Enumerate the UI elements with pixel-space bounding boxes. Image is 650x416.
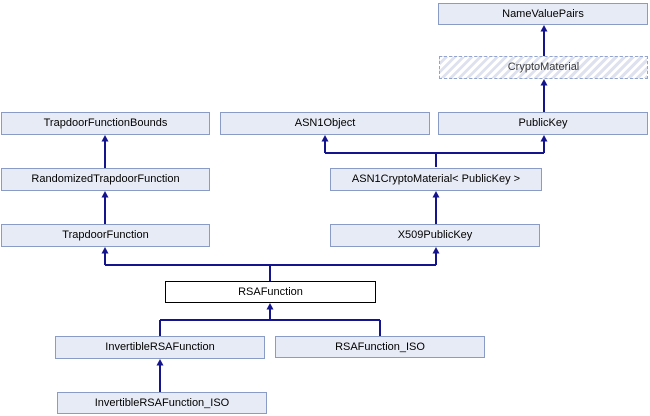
class-node-label: ASN1Object — [294, 117, 356, 129]
class-node-rsa-function: RSAFunction — [165, 281, 376, 303]
arrowhead-up-icon — [101, 247, 109, 254]
class-node-public-key[interactable]: PublicKey — [438, 112, 648, 135]
inheritance-edge-crypto-material-to-name-value-pairs — [540, 25, 548, 56]
arrowhead-up-icon — [540, 25, 548, 32]
class-node-asn1-object[interactable]: ASN1Object — [220, 112, 430, 135]
arrowhead-up-icon — [540, 135, 548, 142]
class-node-label: RSAFunction_ISO — [335, 340, 425, 353]
inheritance-edge-public-key-to-crypto-material — [540, 79, 548, 112]
class-node-label: RandomizedTrapdoorFunction — [31, 173, 180, 185]
arrowhead-up-icon — [156, 359, 164, 366]
inheritance-edge-randomized-trapdoor-function-to-trapdoor-function-bounds — [101, 135, 109, 168]
class-node-label: CryptoMaterial — [507, 61, 580, 73]
class-node-label: InvertibleRSAFunction — [105, 341, 215, 353]
arrowhead-up-icon — [266, 303, 274, 310]
class-node-invertible-rsa-function[interactable]: InvertibleRSAFunction — [55, 336, 265, 359]
class-node-label: ASN1CryptoMaterial< PublicKey > — [351, 173, 521, 185]
arrowhead-up-icon — [321, 135, 329, 142]
class-node-trapdoor-function[interactable]: TrapdoorFunction — [1, 224, 210, 247]
class-node-asn1-crypto-material-public-key[interactable]: ASN1CryptoMaterial< PublicKey > — [330, 168, 542, 191]
class-node-name-value-pairs[interactable]: NameValuePairs — [438, 3, 648, 25]
class-node-label: NameValuePairs — [502, 7, 584, 20]
class-node-trapdoor-function-bounds[interactable]: TrapdoorFunctionBounds — [1, 112, 210, 135]
class-node-label: TrapdoorFunction — [62, 229, 149, 241]
inheritance-edge-asn1-crypto-material-to-asn1-object-and-public-key — [321, 135, 548, 167]
class-node-label: X509PublicKey — [397, 229, 473, 241]
arrowhead-up-icon — [432, 191, 440, 198]
arrowhead-up-icon — [101, 135, 109, 142]
class-node-randomized-trapdoor-function[interactable]: RandomizedTrapdoorFunction — [1, 168, 210, 191]
class-node-label: RSAFunction — [238, 285, 303, 298]
inheritance-edge-trapdoor-function-to-randomized-trapdoor-function — [101, 191, 109, 224]
arrowhead-up-icon — [432, 247, 440, 254]
class-node-label: InvertibleRSAFunction_ISO — [94, 396, 230, 409]
class-node-label: TrapdoorFunctionBounds — [43, 117, 168, 129]
class-node-invertible-rsa-function-iso[interactable]: InvertibleRSAFunction_ISO — [57, 392, 267, 414]
class-node-x509-public-key[interactable]: X509PublicKey — [330, 224, 540, 247]
class-node-crypto-material[interactable]: CryptoMaterial — [439, 56, 648, 79]
inheritance-edge-rsa-function-to-trapdoor-function-and-x509-public-key — [101, 247, 440, 281]
inheritance-edge-children-to-rsa-function — [159, 303, 381, 336]
class-node-rsa-function-iso[interactable]: RSAFunction_ISO — [275, 336, 485, 358]
arrowhead-up-icon — [540, 79, 548, 86]
inheritance-edge-x509-public-key-to-asn1-crypto-material — [432, 191, 440, 224]
class-node-label: PublicKey — [518, 117, 568, 129]
arrowhead-up-icon — [101, 191, 109, 198]
inheritance-edge-invertible-rsa-function-iso-to-invertible-rsa-function — [156, 359, 164, 392]
